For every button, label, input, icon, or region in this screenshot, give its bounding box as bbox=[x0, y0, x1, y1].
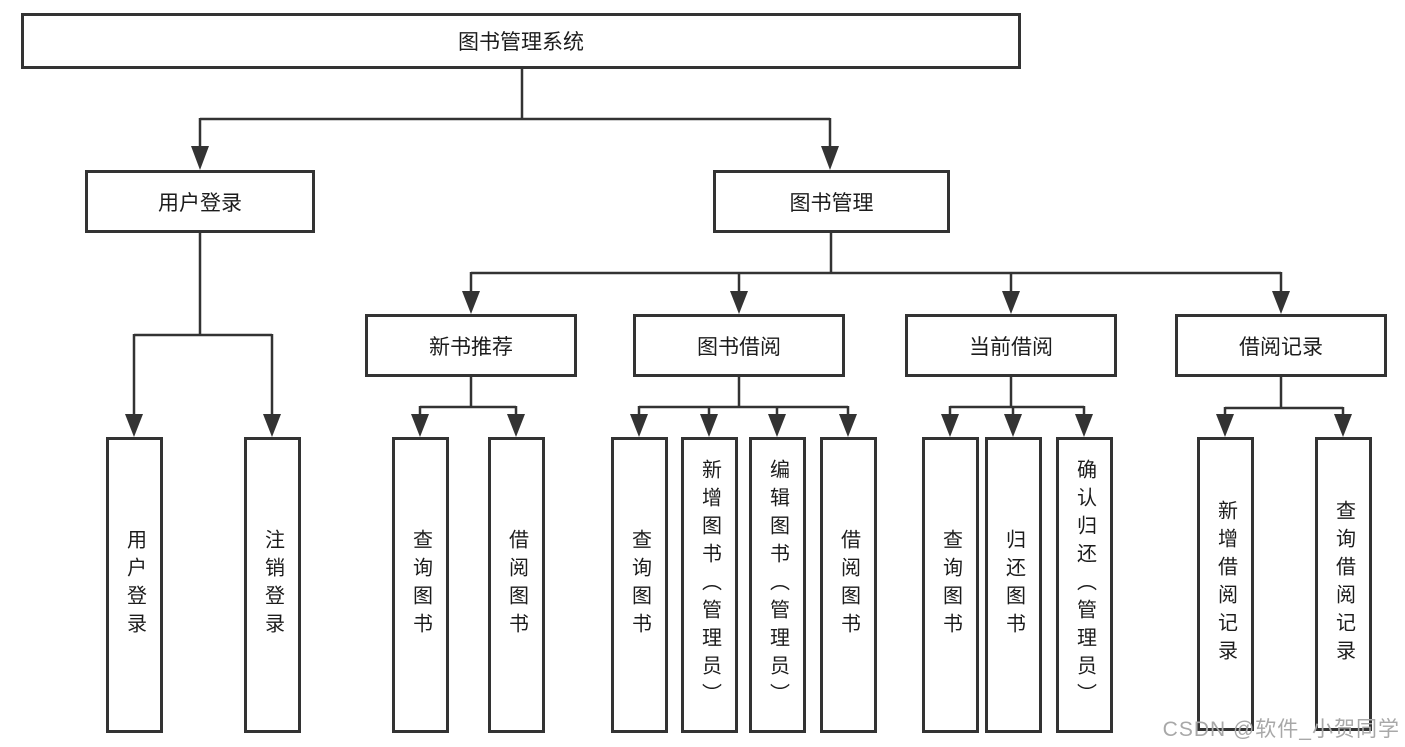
leaf-node-confirm-return-admin: 确认归还（管理员） bbox=[1056, 437, 1113, 733]
leaf-node-edit-books-admin: 编辑图书（管理员） bbox=[749, 437, 806, 733]
leaf-node-add-borrow-record-label: 新增借阅记录 bbox=[1214, 500, 1237, 668]
root-node-label: 图书管理系统 bbox=[458, 31, 584, 54]
leaf-node-borrow-books-borrowing-label: 借阅图书 bbox=[837, 529, 860, 641]
node-borrowing-records: 借阅记录 bbox=[1175, 314, 1387, 377]
node-user-login-label: 用户登录 bbox=[158, 191, 242, 215]
leaf-node-return-books: 归还图书 bbox=[985, 437, 1042, 733]
node-new-book-recommendation: 新书推荐 bbox=[365, 314, 577, 377]
watermark: CSDN @软件_小贺同学 bbox=[1162, 718, 1400, 741]
leaf-node-user-login: 用户登录 bbox=[106, 437, 163, 733]
node-current-borrowing-label: 当前借阅 bbox=[969, 335, 1053, 359]
leaf-node-query-books-recommend-label: 查询图书 bbox=[409, 529, 432, 641]
arrowhead-group bbox=[125, 146, 1352, 437]
leaf-node-logout-label: 注销登录 bbox=[261, 529, 284, 641]
leaf-node-query-books-borrowing: 查询图书 bbox=[611, 437, 668, 733]
leaf-node-add-books-admin: 新增图书（管理员） bbox=[681, 437, 738, 733]
leaf-node-borrow-books-recommend: 借阅图书 bbox=[488, 437, 545, 733]
leaf-node-borrow-books-recommend-label: 借阅图书 bbox=[505, 529, 528, 641]
root-node-library-management-system: 图书管理系统 bbox=[21, 13, 1021, 69]
node-user-login: 用户登录 bbox=[85, 170, 315, 233]
leaf-node-borrow-books-borrowing: 借阅图书 bbox=[820, 437, 877, 733]
leaf-node-query-borrow-record: 查询借阅记录 bbox=[1315, 437, 1372, 731]
leaf-node-edit-books-admin-label: 编辑图书（管理员） bbox=[766, 459, 789, 711]
leaf-node-add-books-admin-label: 新增图书（管理员） bbox=[698, 459, 721, 711]
node-new-book-recommendation-label: 新书推荐 bbox=[429, 335, 513, 359]
leaf-node-query-books-borrowing-label: 查询图书 bbox=[628, 529, 651, 641]
leaf-node-return-books-label: 归还图书 bbox=[1002, 529, 1025, 641]
leaf-node-user-login-label: 用户登录 bbox=[123, 529, 146, 641]
leaf-node-query-books-current-label: 查询图书 bbox=[939, 529, 962, 641]
leaf-node-query-books-recommend: 查询图书 bbox=[392, 437, 449, 733]
leaf-node-logout: 注销登录 bbox=[244, 437, 301, 733]
leaf-node-add-borrow-record: 新增借阅记录 bbox=[1197, 437, 1254, 731]
node-book-management-label: 图书管理 bbox=[789, 191, 874, 215]
node-book-borrowing-label: 图书借阅 bbox=[697, 335, 781, 359]
leaf-node-query-borrow-record-label: 查询借阅记录 bbox=[1332, 500, 1355, 668]
node-current-borrowing: 当前借阅 bbox=[905, 314, 1117, 377]
node-book-borrowing: 图书借阅 bbox=[633, 314, 845, 377]
leaf-node-query-books-current: 查询图书 bbox=[922, 437, 979, 733]
leaf-node-confirm-return-admin-label: 确认归还（管理员） bbox=[1073, 459, 1096, 711]
node-borrowing-records-label: 借阅记录 bbox=[1239, 335, 1323, 359]
node-book-management: 图书管理 bbox=[713, 170, 950, 233]
